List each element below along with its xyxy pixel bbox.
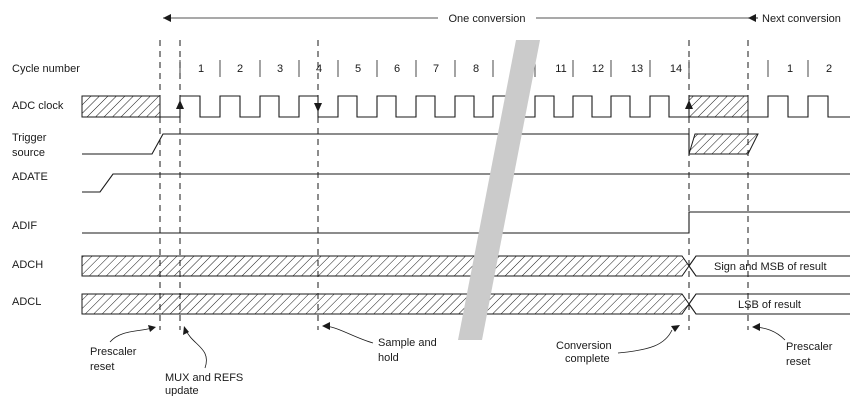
annotation-text: hold xyxy=(378,352,399,364)
cycle-label: 12 xyxy=(592,63,604,75)
adif-waveform xyxy=(82,211,850,234)
time-break-band xyxy=(458,40,540,340)
cycle-label: 6 xyxy=(394,63,400,75)
adcl-waveform: LSB of result xyxy=(81,293,850,315)
cycle-number-row: 1 2 3 4 5 6 7 8 11 12 13 14 1 2 xyxy=(179,60,832,77)
adch-waveform: Sign and MSB of result xyxy=(81,255,850,277)
one-conversion-span: One conversion xyxy=(163,10,838,26)
adc-clock-label: ADC clock xyxy=(12,100,64,112)
annotation-text: reset xyxy=(786,356,810,368)
cycle-label: 2 xyxy=(237,63,243,75)
adc-clock-hatched-gap xyxy=(688,95,749,118)
cycle-label: 7 xyxy=(433,63,439,75)
cycle-label: 14 xyxy=(670,63,682,75)
annotation-prescaler-reset-next: Prescaler reset xyxy=(752,323,833,368)
cycle-label: 11 xyxy=(555,63,566,75)
next-cycle-label: 1 xyxy=(787,63,793,75)
adc-clock-hatched-idle xyxy=(81,95,161,118)
clock-edge-arrow-up-icon xyxy=(685,100,693,109)
adcl-label: ADCL xyxy=(12,296,41,308)
adch-hatched-invalid xyxy=(81,255,690,277)
one-conversion-label: One conversion xyxy=(448,13,525,25)
trigger-label-line1: Trigger xyxy=(12,132,47,144)
annotation-text: reset xyxy=(90,361,114,373)
annotation-conversion-complete: Conversion complete xyxy=(556,325,680,365)
annotation-text: complete xyxy=(565,353,610,365)
adch-result-label: Sign and MSB of result xyxy=(714,261,827,273)
adcl-result-label: LSB of result xyxy=(738,299,801,311)
adate-waveform xyxy=(82,173,850,193)
trigger-label-line2: source xyxy=(12,147,45,159)
adc-clock-waveform xyxy=(81,95,850,118)
cycle-label: 4 xyxy=(316,63,322,75)
cycle-label: 8 xyxy=(473,63,479,75)
annotation-text: MUX and REFS xyxy=(165,372,243,384)
annotation-text: update xyxy=(165,385,199,396)
annotation-text: Sample and xyxy=(378,337,437,349)
annotation-text: Prescaler xyxy=(90,346,137,358)
annotation-text: Conversion xyxy=(556,340,612,352)
adif-label: ADIF xyxy=(12,220,37,232)
cycle-number-label: Cycle number xyxy=(12,63,80,75)
adate-label: ADATE xyxy=(12,171,48,183)
adcl-hatched-invalid xyxy=(81,293,690,315)
cycle-label: 13 xyxy=(631,63,643,75)
timing-markers xyxy=(159,40,749,330)
next-conversion-label: Next conversion xyxy=(762,13,841,25)
trigger-source-waveform xyxy=(82,133,759,155)
clock-edge-arrow-up-icon xyxy=(176,100,184,109)
cycle-label: 5 xyxy=(355,63,361,75)
annotation-mux-refs-update: MUX and REFS update xyxy=(165,326,243,396)
annotation-prescaler-reset: Prescaler reset xyxy=(90,325,156,373)
annotation-text: Prescaler xyxy=(786,341,833,353)
row-labels: Cycle number ADC clock Trigger source AD… xyxy=(12,63,80,308)
next-cycle-label: 2 xyxy=(826,63,832,75)
cycle-label: 1 xyxy=(198,63,204,75)
cycle-label: 3 xyxy=(277,63,283,75)
next-conversion-span: Next conversion xyxy=(748,10,853,26)
adch-label: ADCH xyxy=(12,259,43,271)
annotation-sample-hold: Sample and hold xyxy=(322,322,437,364)
